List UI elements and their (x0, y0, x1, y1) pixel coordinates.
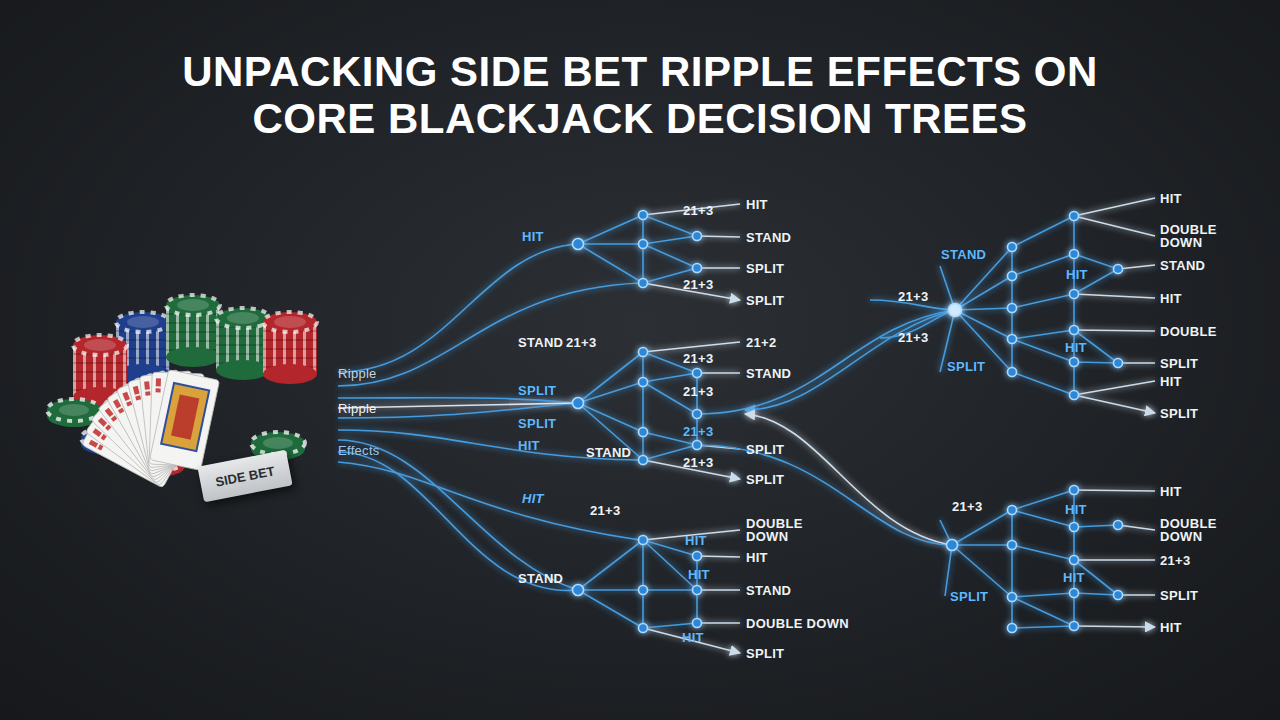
branch-label: HIT (685, 534, 707, 547)
branch-label: HIT (522, 492, 544, 505)
branch-label: SPLIT (947, 360, 985, 373)
branch-label: SPLIT (746, 294, 784, 307)
branch-label: DOUBLE DOWN (746, 517, 808, 543)
branch-label: 21+3 (952, 500, 982, 513)
diagram-title: UNPACKING SIDE BET RIPPLE EFFECTS ON COR… (130, 48, 1150, 142)
branch-label: HIT (746, 198, 768, 211)
branch-label: 21+3 (683, 385, 713, 398)
branch-label: SPLIT (746, 647, 784, 660)
branch-label: 21+3 (898, 290, 928, 303)
side-bet-card: SIDE BET (197, 450, 292, 503)
branch-label: HIT (1066, 268, 1088, 281)
branch-label: SPLIT (950, 590, 988, 603)
branch-label: STAND (746, 231, 791, 244)
branch-label: SPLIT (746, 443, 784, 456)
branch-label: 21+3 (683, 456, 713, 469)
node-text: SIDE BET (214, 463, 276, 489)
branch-label: STAND (518, 572, 563, 585)
branch-label: HIT (1160, 621, 1182, 634)
branch-label: STAND (746, 584, 791, 597)
branch-label: DOUBLE (1160, 325, 1217, 338)
branch-label: SPLIT (518, 417, 556, 430)
branch-label: 21+3 (898, 331, 928, 344)
branch-label: STAND (941, 248, 986, 261)
branch-label: HIT (522, 230, 544, 243)
branch-label: STAND (1160, 259, 1205, 272)
branch-label: HIT (518, 439, 540, 452)
branch-label: Ripple (338, 402, 377, 415)
branch-label: 21+3 (683, 352, 713, 365)
branch-label: SPLIT (1160, 357, 1198, 370)
branch-label: HIT (1063, 571, 1085, 584)
branch-lines (338, 198, 1155, 653)
junction-dots (573, 211, 1123, 633)
branch-label: HIT (1160, 192, 1182, 205)
branch-label: Ripple (338, 367, 377, 380)
branch-label: HIT (682, 631, 704, 644)
branch-label: HIT (1160, 292, 1182, 305)
branch-label: 21+3 (683, 204, 713, 217)
chip-stacks (47, 295, 317, 477)
branch-label: SPLIT (746, 473, 784, 486)
branch-label: HIT (1065, 341, 1087, 354)
branch-label: Effects (338, 444, 380, 457)
branch-label: DOUBLE DOWN (1160, 223, 1222, 249)
branch-label: STAND (518, 336, 563, 349)
branch-label: 21+2 (746, 336, 776, 349)
branch-label: DOUBLE DOWN (1160, 517, 1222, 543)
branch-label: SPLIT (1160, 589, 1198, 602)
branch-label: HIT (688, 568, 710, 581)
branch-label: HIT (746, 551, 768, 564)
branch-label: SPLIT (1160, 407, 1198, 420)
branch-label: DOUBLE DOWN (746, 617, 849, 630)
branch-label: STAND (746, 367, 791, 380)
branch-label: STAND (586, 446, 631, 459)
branch-label: 21+3 (1160, 554, 1190, 567)
branch-label: 21+3 (590, 504, 620, 517)
branch-label: HIT (1160, 375, 1182, 388)
branch-label: HIT (1065, 503, 1087, 516)
branch-label: SPLIT (746, 262, 784, 275)
branch-label: 21+3 (683, 425, 713, 438)
branch-label: 21+3 (566, 336, 596, 349)
branch-label: SPLIT (518, 384, 556, 397)
branch-label: HIT (1160, 485, 1182, 498)
branch-label: 21+3 (683, 278, 713, 291)
